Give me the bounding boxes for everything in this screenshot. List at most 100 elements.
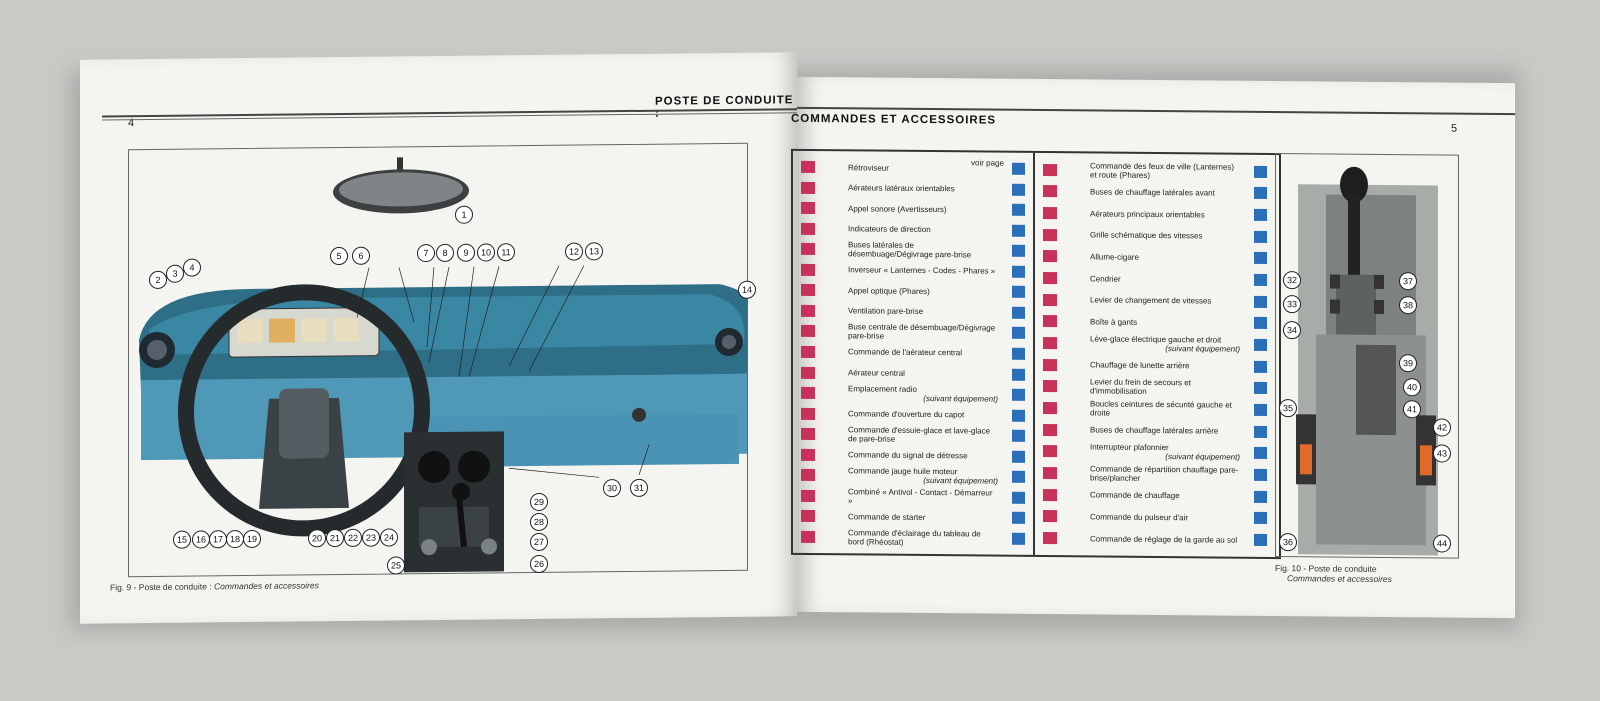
- legend-row: Commande de starter: [793, 506, 1033, 529]
- legend-label: Commande d'éclairage du tableau de bord …: [848, 528, 998, 547]
- legend-row: Levier du frein de secours et d'immobili…: [1035, 376, 1275, 400]
- page-ref-tag: [1254, 404, 1267, 417]
- callout-40: 40: [1403, 378, 1421, 397]
- page-ref-tag: [1254, 252, 1267, 265]
- item-number-tag: [1043, 163, 1057, 176]
- legend-label-text: Chauffage de lunette arrière: [1090, 360, 1190, 371]
- legend-label: Commande des feux de ville (Lanternes) e…: [1090, 161, 1240, 180]
- page-ref-tag: [1254, 512, 1267, 525]
- item-number-tag: [1043, 293, 1057, 306]
- page-ref-tag: [1254, 469, 1267, 482]
- legend-label-text: Cendrier: [1090, 274, 1121, 284]
- item-number-tag: [1043, 337, 1057, 350]
- callout-4: 4: [183, 258, 201, 277]
- legend-label: Aérateur central: [848, 368, 998, 378]
- page-ref-tag: [1254, 382, 1267, 395]
- callout-35: 35: [1279, 399, 1297, 418]
- console-photo-frame: [1275, 153, 1459, 559]
- legend-label: Commande du pulseur d'air: [1090, 512, 1240, 522]
- legend-label: Rétroviseur: [848, 163, 998, 173]
- legend-label: Appel sonore (Avertisseurs): [848, 204, 998, 214]
- callout-21: 21: [326, 528, 344, 548]
- item-number-tag: [1043, 315, 1057, 328]
- legend-label-text: Buses de chauffage latérales arrière: [1090, 425, 1219, 436]
- legend-row: Boucles ceintures de sécurité gauche et …: [1035, 397, 1275, 421]
- legend-label: Boîte à gants: [1090, 317, 1240, 327]
- page-ref-tag: [1012, 511, 1025, 525]
- legend-row: Commande d'éclairage du tableau de bord …: [793, 526, 1033, 549]
- legend-row: Commande jauge huile moteur(suivant équi…: [793, 465, 1033, 488]
- legend-row: Commande de répartition chauffage pare-b…: [1035, 462, 1275, 486]
- callout-28: 28: [530, 512, 548, 532]
- callout-39: 39: [1399, 354, 1417, 373]
- item-number-tag: [1043, 207, 1057, 220]
- legend-label-text: Interrupteur plafonnier: [1090, 442, 1169, 453]
- legend-label: Chauffage de lunette arrière: [1090, 361, 1240, 371]
- item-number-tag: [1043, 532, 1057, 545]
- legend-label-text: Ventilation pare-brise: [848, 306, 924, 317]
- item-number-tag: [801, 407, 815, 420]
- legend-row: Rétroviseur: [793, 157, 1033, 180]
- legend-row: Aérateur central: [793, 362, 1033, 385]
- figure-caption-right: Fig. 10 - Poste de conduite Commandes et…: [1275, 563, 1392, 585]
- legend-label: Commande d'essuie-glace et lave-glace de…: [848, 425, 998, 444]
- callout-37: 37: [1399, 272, 1417, 291]
- callout-20: 20: [308, 529, 326, 548]
- legend-label-text: Indicateurs de direction: [848, 224, 931, 235]
- legend-label-text: Boucles ceintures de sécurité gauche et …: [1090, 399, 1232, 418]
- page-ref-tag: [1254, 425, 1267, 438]
- item-number-tag: [1043, 358, 1057, 371]
- legend-label: Commande de chauffage: [1090, 491, 1240, 501]
- legend-label-text: Appel sonore (Avertisseurs): [848, 204, 947, 214]
- legend-row: Combiné « Antivol - Contact - Démarreur …: [793, 485, 1033, 508]
- console-illustration: [1296, 166, 1438, 556]
- legend-label: Commande de starter: [848, 512, 998, 522]
- callout-24: 24: [380, 528, 398, 547]
- left-page: 4 POSTE DE CONDUITE :: [80, 52, 797, 624]
- dashboard-illustration: [139, 157, 760, 573]
- legend-row: Commande de chauffage: [1035, 484, 1275, 508]
- page-ref-tag: [1012, 265, 1025, 278]
- item-number-tag: [801, 386, 815, 400]
- legend-label: Commande d'ouverture du capot: [848, 409, 998, 419]
- legend-label-text: Commande des feux de ville (Lanternes) e…: [1090, 161, 1235, 180]
- legend-row: Levier de changement de vitesses: [1035, 289, 1275, 313]
- legend-label: Commande de réglage de la garde au sol: [1090, 534, 1240, 544]
- legend-label-text: Emplacement radio: [848, 384, 917, 394]
- legend-label-text: Commande de chauffage: [1090, 490, 1180, 501]
- legend-label: Combiné « Antivol - Contact - Démarreur …: [848, 487, 998, 506]
- legend-label: Indicateurs de direction: [848, 225, 998, 235]
- page-ref-tag: [1012, 162, 1025, 176]
- callout-8: 8: [436, 243, 454, 263]
- item-number-tag: [801, 222, 815, 235]
- callout-27: 27: [530, 532, 548, 552]
- page-ref-tag: [1012, 183, 1025, 196]
- legend-row: Appel sonore (Avertisseurs): [793, 198, 1033, 221]
- callout-41: 41: [1403, 400, 1421, 419]
- item-number-tag: [801, 325, 815, 338]
- legend-row: Buse centrale de désembuage/Dégivrage pa…: [793, 321, 1033, 344]
- item-number-tag: [1043, 185, 1057, 198]
- legend-row: Interrupteur plafonnier(suivant équipeme…: [1035, 441, 1275, 465]
- item-number-tag: [801, 469, 815, 482]
- legend-row: Indicateurs de direction: [793, 218, 1033, 241]
- callout-22: 22: [344, 528, 362, 547]
- item-number-tag: [801, 181, 815, 194]
- legend-label-text: Levier du frein de secours et d'immobili…: [1090, 377, 1191, 397]
- right-page-header: COMMANDES ET ACCESSOIRES: [791, 112, 997, 127]
- page-ref-tag: [1012, 409, 1025, 422]
- item-number-tag: [1043, 228, 1057, 241]
- page-number-right: 5: [1451, 122, 1458, 135]
- right-page: COMMANDES ET ACCESSOIRES 5 voir page Rét…: [791, 76, 1515, 619]
- callout-23: 23: [362, 528, 380, 547]
- legend-column-2: Commande des feux de ville (Lanternes) e…: [1035, 153, 1275, 557]
- legend-label: Aérateurs principaux orientables: [1090, 209, 1240, 219]
- legend-label-text: Aérateur central: [848, 368, 905, 378]
- legend-label: Grille schématique des vitesses: [1090, 231, 1240, 241]
- item-number-tag: [801, 489, 815, 502]
- callout-9: 9: [457, 243, 475, 262]
- legend-label-text: Buses latérales de désembuage/Dégivrage …: [848, 240, 972, 260]
- callout-34: 34: [1283, 321, 1301, 340]
- legend-label-text: Commande de l'aérateur central: [848, 347, 963, 358]
- legend-row: Inverseur « Lanternes - Codes - Phares »: [793, 259, 1033, 282]
